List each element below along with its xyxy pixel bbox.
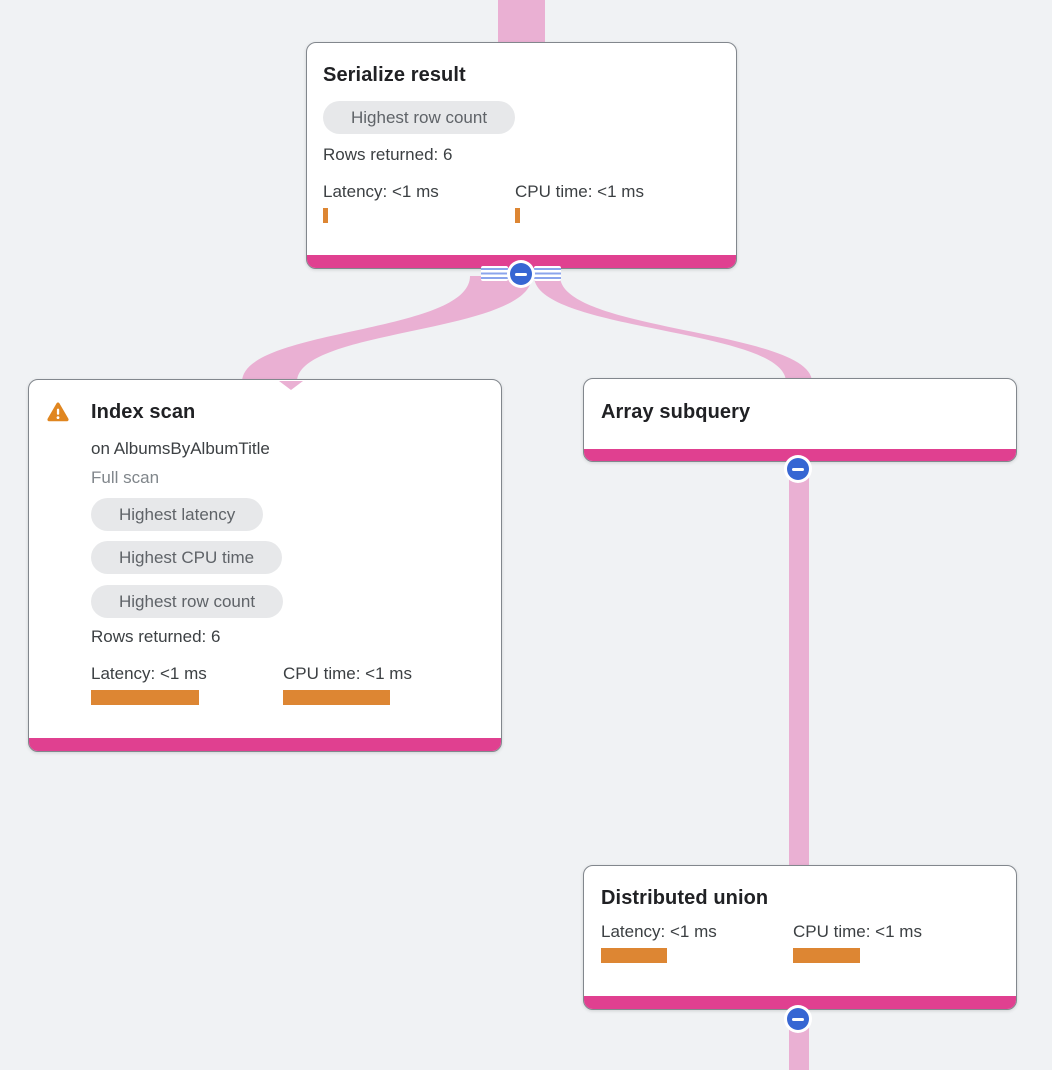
rows-returned: Rows returned: 6 (323, 145, 453, 164)
badge-highest-row-count: Highest row count (91, 585, 284, 618)
node-title: Serialize result (323, 64, 466, 86)
latency-bar (91, 690, 199, 705)
cpu-time-bar (283, 690, 390, 705)
node-title: Index scan (91, 401, 196, 423)
edge-array-subquery-to-distributed-union (789, 455, 809, 870)
collapse-button-array-subquery[interactable] (784, 455, 812, 483)
edge-arrowhead (279, 381, 303, 390)
edge-serialize-to-array-subquery (534, 276, 812, 382)
node-title: Array subquery (601, 401, 751, 423)
scan-type: Full scan (91, 468, 160, 487)
index-name: on AlbumsByAlbumTitle (91, 439, 270, 458)
plan-node-serialize-result[interactable]: Serialize result Highest row count Rows … (306, 42, 737, 269)
cpu-time-label: CPU time: <1 ms (283, 664, 412, 683)
badge-highest-latency: Highest latency (91, 498, 264, 531)
node-title: Distributed union (601, 887, 769, 909)
cpu-time-label: CPU time: <1 ms (515, 182, 644, 201)
node-accent-bar (29, 738, 501, 751)
latency-bar (601, 948, 667, 963)
collapse-stripes-left (481, 266, 508, 281)
plan-node-distributed-union[interactable]: Distributed union Latency: <1 ms CPU tim… (583, 865, 1017, 1010)
collapse-minus-icon (787, 1008, 809, 1030)
warning-icon (46, 401, 70, 423)
badge-highest-cpu-time: Highest CPU time (91, 541, 283, 574)
node-accent-bar (584, 996, 1016, 1009)
plan-node-index-scan[interactable]: Index scan on AlbumsByAlbumTitle Full sc… (28, 379, 502, 752)
badge-highest-row-count: Highest row count (323, 101, 516, 134)
collapse-minus-icon (787, 458, 809, 480)
rows-returned: Rows returned: 6 (91, 627, 221, 646)
cpu-time-bar (793, 948, 860, 963)
collapse-button-distributed-union[interactable] (784, 1005, 812, 1033)
collapse-minus-icon (510, 263, 532, 285)
cpu-time-bar (515, 208, 520, 223)
latency-label: Latency: <1 ms (91, 664, 207, 683)
edge-serialize-to-index-scan (242, 276, 532, 382)
collapse-button-serialize-result[interactable] (507, 260, 535, 288)
latency-label: Latency: <1 ms (323, 182, 439, 201)
latency-bar (323, 208, 328, 223)
latency-label: Latency: <1 ms (601, 922, 717, 941)
collapse-stripes-right (534, 266, 561, 281)
plan-node-array-subquery[interactable]: Array subquery (583, 378, 1017, 462)
cpu-time-label: CPU time: <1 ms (793, 922, 922, 941)
edge-into-serialize-result (498, 0, 545, 44)
